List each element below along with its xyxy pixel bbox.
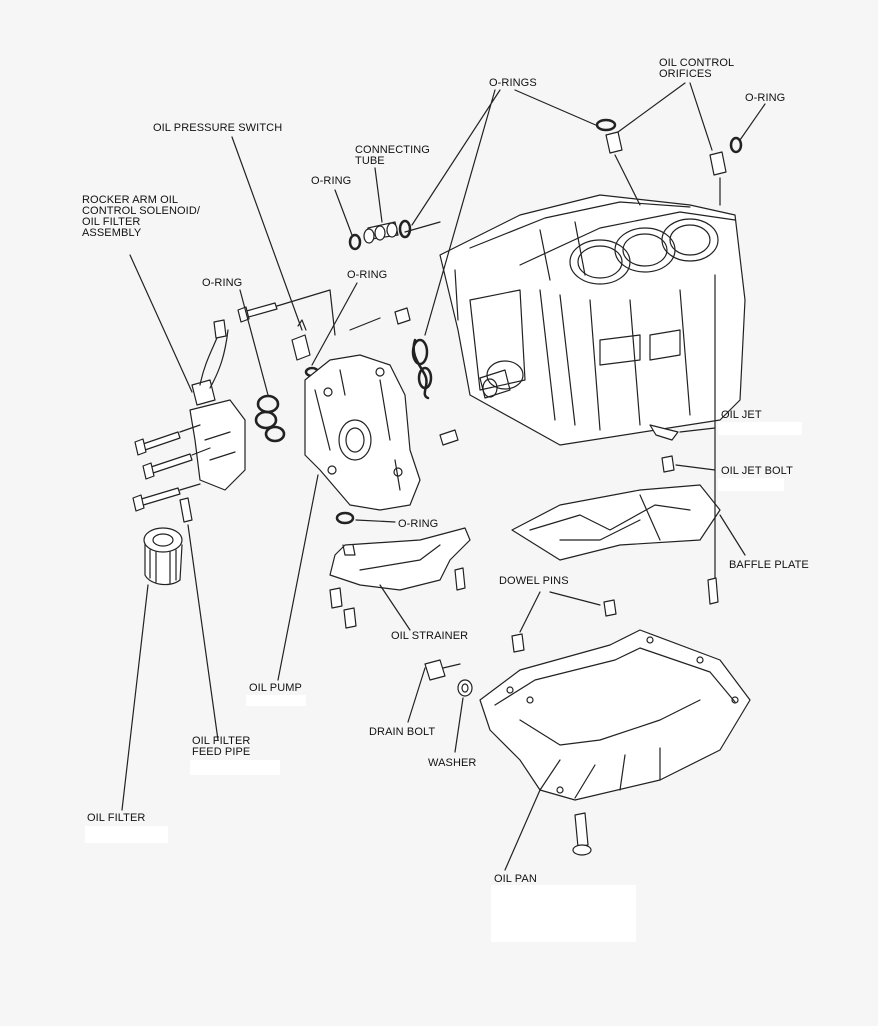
solenoid-assembly [189, 319, 246, 491]
label-o-ring-top-right: O-RING [745, 92, 786, 104]
label-washer: WASHER [428, 757, 477, 769]
label-baffle-plate: BAFFLE PLATE [729, 559, 809, 571]
oil-pan [479, 629, 751, 801]
o-ring-tube-right [398, 219, 412, 239]
oil-strainer [329, 527, 471, 631]
label-box-oil-jet [718, 422, 802, 435]
label-oil-pressure-switch: OIL PRESSURE SWITCH [153, 122, 283, 134]
label-box-oil-filter [85, 826, 168, 843]
o-ring-top-right [729, 136, 743, 154]
label-box-feed-pipe [190, 760, 280, 775]
label-oil-control-orifices: OIL CONTROL ORIFICES [659, 57, 735, 80]
label-oil-filter-feed-pipe: OIL FILTER FEED PIPE [192, 735, 251, 758]
o-ring-strainer [335, 511, 355, 525]
label-box-oil-pan [491, 885, 636, 942]
baffle-plate [511, 484, 721, 561]
label-o-ring-left: O-RING [202, 277, 243, 289]
label-drain-bolt: DRAIN BOLT [369, 726, 436, 738]
label-o-rings: O-RINGS [489, 77, 537, 89]
label-oil-jet-bolt: OIL JET BOLT [721, 465, 793, 477]
engine-block [439, 194, 746, 446]
oil-filter [143, 527, 183, 586]
label-dowel-pins: DOWEL PINS [499, 575, 569, 587]
o-ring-orifice [595, 118, 617, 132]
label-oil-jet: OIL JET [721, 409, 762, 421]
label-connecting-tube: CONNECTING TUBE [355, 144, 430, 167]
label-box-oil-pump [246, 695, 306, 706]
label-oil-pump: OIL PUMP [249, 682, 302, 694]
o-ring-tube-left [348, 233, 362, 251]
label-o-ring-pump-top: O-RING [347, 269, 388, 281]
label-oil-pan: OIL PAN [494, 873, 537, 885]
label-rocker-arm-assembly: ROCKER ARM OIL CONTROL SOLENOID/ OIL FIL… [82, 194, 201, 239]
label-o-ring-tube-left: O-RING [311, 175, 352, 187]
oil-pump [304, 354, 459, 511]
label-box-oil-jet-bolt [718, 478, 784, 491]
label-oil-strainer: OIL STRAINER [391, 630, 469, 642]
label-o-ring-strainer: O-RING [398, 518, 439, 530]
label-oil-filter: OIL FILTER [87, 812, 146, 824]
